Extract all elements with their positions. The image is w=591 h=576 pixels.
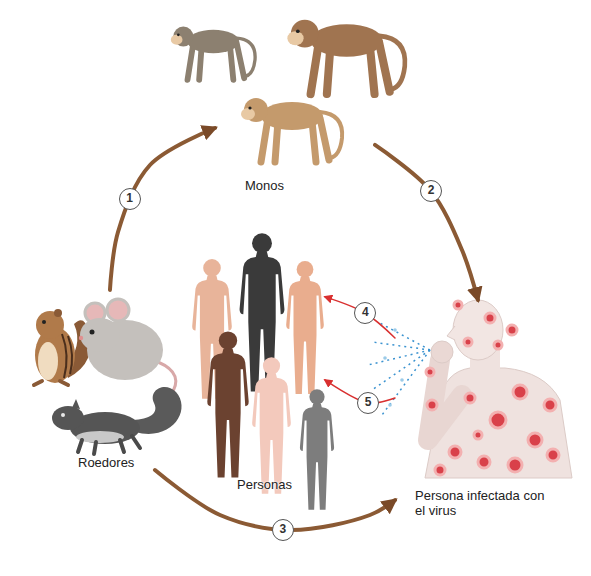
rash-spot <box>485 313 495 323</box>
node-label: Persona infectada con el virus <box>415 488 545 518</box>
rash-spots <box>426 301 559 475</box>
callout-number: 5 <box>357 392 379 414</box>
droplet-dots <box>383 328 404 407</box>
rash-spot <box>426 368 434 376</box>
mouse-ear <box>107 299 129 321</box>
rash-spot <box>427 400 437 410</box>
droplet-line <box>372 350 430 390</box>
squirrel-legs <box>78 436 140 454</box>
rash-spot <box>449 446 461 458</box>
callout-number: 3 <box>272 519 294 541</box>
mouse-head <box>80 318 120 352</box>
infected-hand <box>431 341 453 363</box>
rash-spot <box>465 393 475 403</box>
monkey-figure <box>241 98 342 162</box>
callout-number: 4 <box>354 302 376 324</box>
rash-spot <box>547 449 559 461</box>
mouse-eye <box>90 330 95 335</box>
rash-spot <box>544 399 556 411</box>
droplet-line <box>368 350 430 365</box>
node-label: Monos <box>245 178 284 193</box>
chipmunk-eye <box>42 320 46 324</box>
rodent-group: Roedores <box>30 290 180 470</box>
rash-spot <box>494 341 502 349</box>
droplet <box>383 356 387 360</box>
chipmunk-belly <box>38 342 58 380</box>
rash-spot <box>507 325 517 335</box>
rash-spot <box>490 412 506 428</box>
mouse-nose <box>79 336 83 340</box>
edge-group <box>110 128 478 530</box>
rash-spot <box>508 458 522 472</box>
droplet-line <box>372 342 430 350</box>
squirrel-head <box>52 406 84 430</box>
transmission-arrow <box>325 297 395 338</box>
rash-spot <box>464 338 472 346</box>
infected-nose <box>447 326 455 340</box>
rash-spot <box>474 431 482 439</box>
monkey-figure <box>171 27 255 80</box>
rash-spot <box>528 433 542 447</box>
droplet <box>388 403 392 407</box>
people-group: Personas <box>185 255 325 500</box>
callout-number: 2 <box>420 180 442 202</box>
node-label: Roedores <box>78 455 134 470</box>
person-figure <box>252 357 291 494</box>
infected-person: Persona infectada con el virus <box>395 300 560 530</box>
rash-spot <box>435 465 445 475</box>
droplet <box>393 328 397 332</box>
droplet <box>400 378 404 382</box>
chipmunk-stripes <box>62 334 72 378</box>
squirrel-ear <box>72 399 80 409</box>
person-figure <box>286 261 324 394</box>
monkey-group: Monos <box>215 20 375 200</box>
droplet-line <box>378 322 430 350</box>
person-figure <box>207 331 248 477</box>
transmission-arrow <box>110 128 215 290</box>
monkey-figure <box>287 20 405 94</box>
person-figure <box>300 389 334 510</box>
transmission-arrow <box>375 145 478 300</box>
rash-spot <box>454 301 462 309</box>
rash-spot <box>513 385 527 399</box>
node-label: Personas <box>237 477 292 492</box>
callout-number: 1 <box>119 188 141 210</box>
infected-head <box>453 300 503 360</box>
droplet-line <box>382 350 430 415</box>
chipmunk-ear <box>54 309 62 317</box>
chipmunk-feet <box>34 381 68 385</box>
squirrel-eye <box>61 413 65 417</box>
rash-spot <box>478 456 490 468</box>
